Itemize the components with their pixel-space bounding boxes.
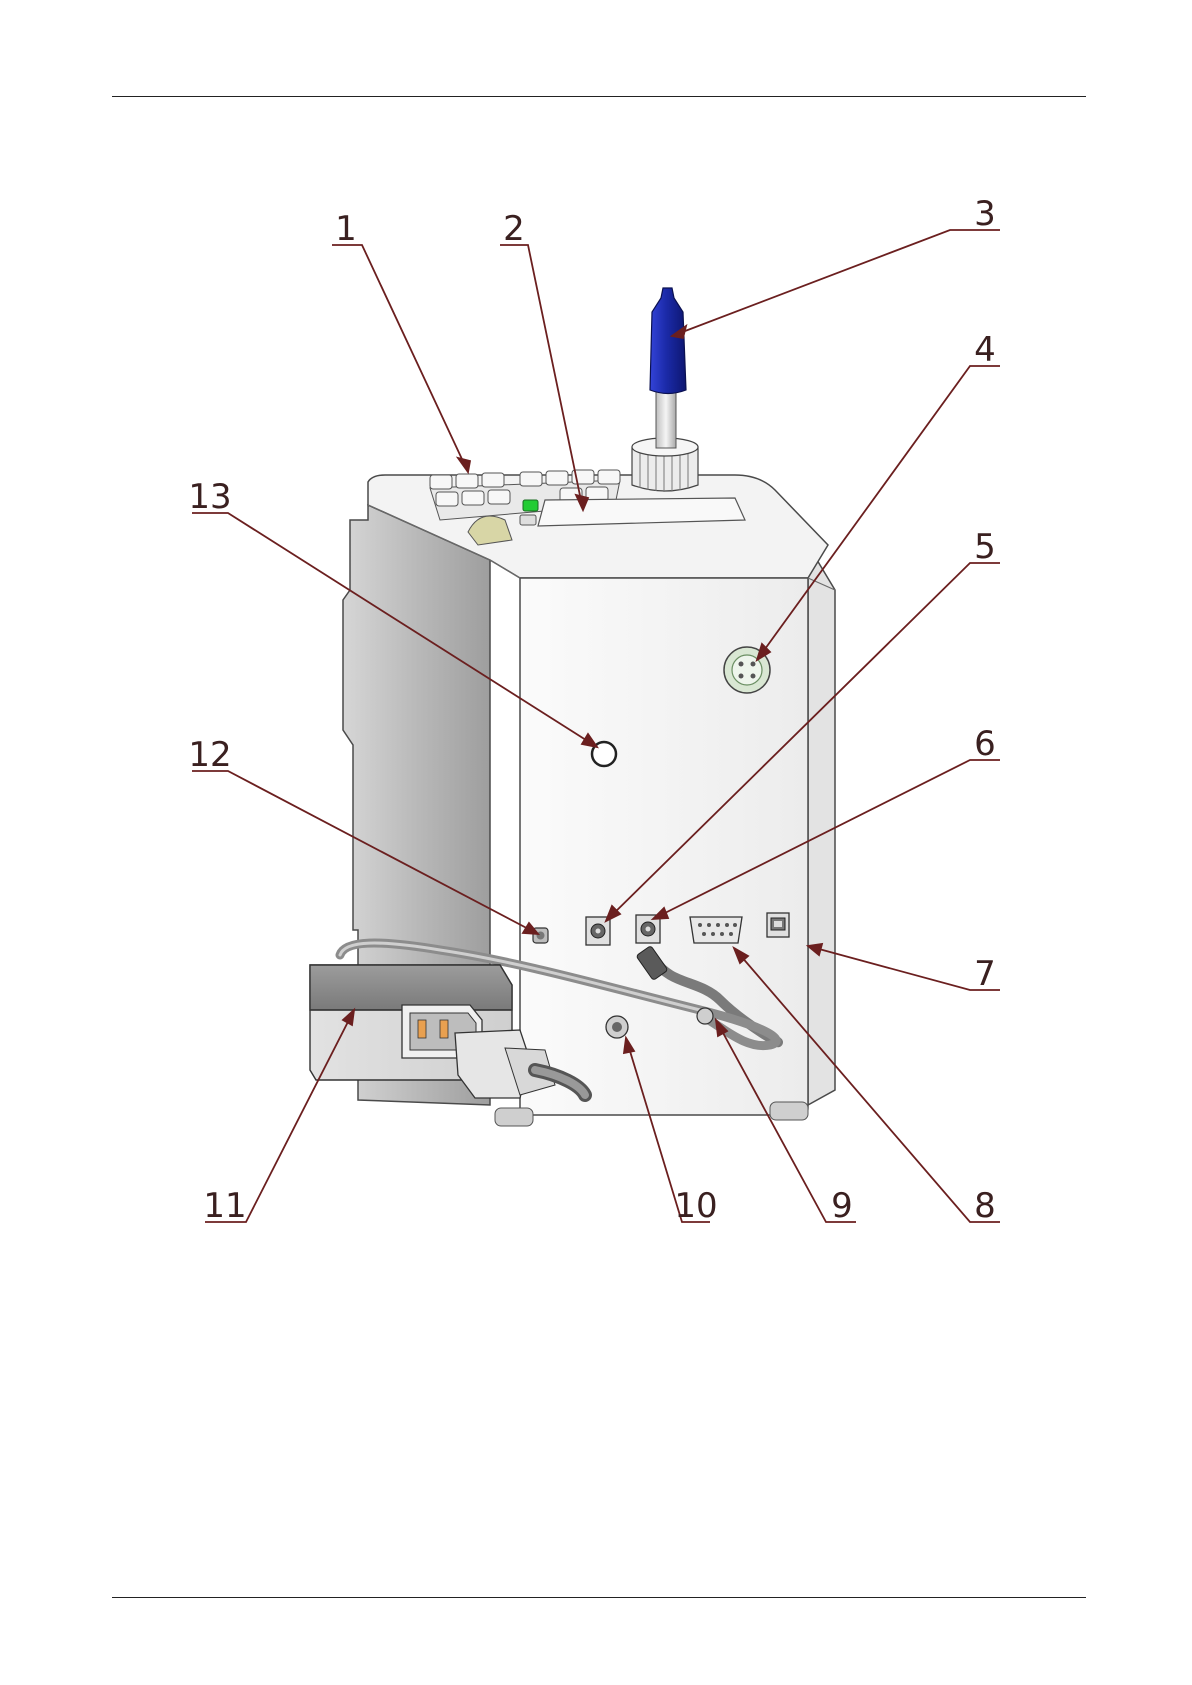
housing-right-side bbox=[808, 545, 835, 1105]
small-round-connector bbox=[606, 1016, 628, 1038]
callout-9: 9 bbox=[831, 1186, 853, 1226]
callout-4: 4 bbox=[974, 330, 996, 370]
electrode-cap bbox=[650, 288, 686, 394]
callout-11: 11 bbox=[203, 1186, 246, 1226]
callout-5: 5 bbox=[974, 527, 996, 567]
status-led bbox=[523, 500, 538, 511]
callout-6: 6 bbox=[974, 724, 996, 764]
callout-13: 13 bbox=[188, 477, 231, 517]
power-symbol bbox=[520, 515, 536, 525]
callout-2: 2 bbox=[503, 209, 525, 249]
callout-10: 10 bbox=[674, 1186, 717, 1226]
electrode bbox=[632, 288, 698, 492]
callout-8: 8 bbox=[974, 1186, 996, 1226]
electrode-shaft bbox=[656, 390, 676, 448]
cable-connector bbox=[697, 1008, 713, 1024]
callout-12: 12 bbox=[188, 735, 231, 775]
foot-left bbox=[495, 1108, 533, 1126]
usb-port bbox=[767, 913, 789, 937]
callout-1: 1 bbox=[335, 209, 357, 249]
callout-7: 7 bbox=[974, 954, 996, 994]
foot-right bbox=[770, 1102, 808, 1120]
callout-3: 3 bbox=[974, 194, 996, 234]
serial-port bbox=[690, 917, 742, 943]
